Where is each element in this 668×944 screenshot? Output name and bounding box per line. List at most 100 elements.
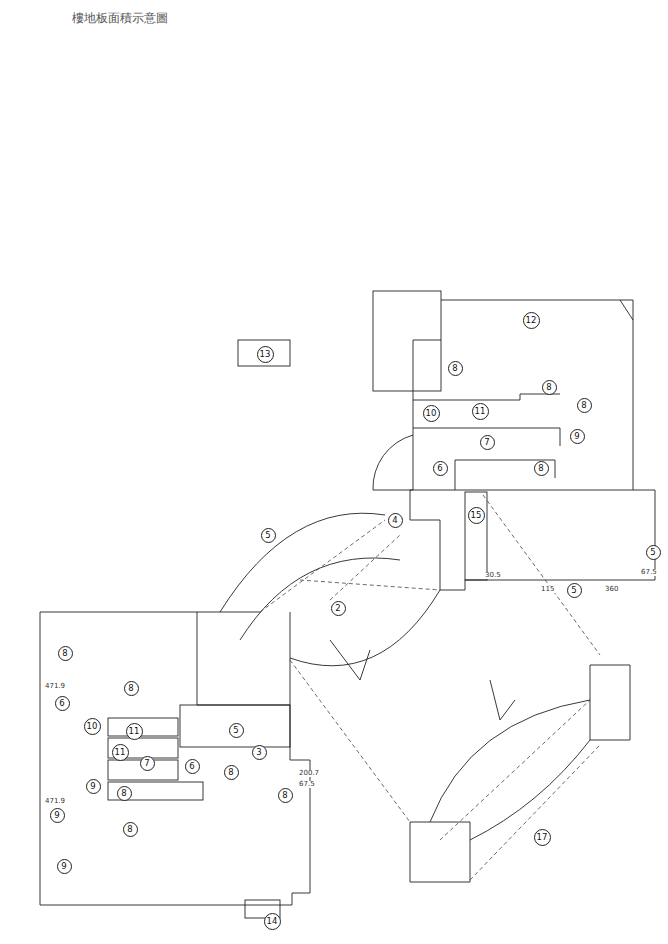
callout-number: 8 — [58, 646, 73, 661]
callout-text: 5 — [650, 548, 655, 557]
callout-number: 11 — [472, 403, 489, 420]
callout-text: 8 — [538, 464, 543, 473]
callout-number: 5 — [646, 545, 661, 560]
arc-wall — [240, 558, 400, 640]
callout-text: 9 — [54, 811, 59, 820]
callout-number: 9 — [570, 429, 585, 444]
callout-number: 8 — [278, 788, 293, 803]
callout-number: 11 — [126, 723, 143, 740]
callout-text: 8 — [282, 791, 287, 800]
callout-text: 8 — [452, 364, 457, 373]
room-outline — [590, 665, 630, 740]
callout-text: 2 — [335, 604, 340, 613]
callout-number: 3 — [252, 745, 267, 760]
callout-text: 6 — [189, 762, 194, 771]
wall-line — [410, 490, 655, 590]
callout-number: 8 — [224, 765, 239, 780]
callout-number: 17 — [534, 829, 551, 846]
dimension-label: 67.5 — [640, 569, 658, 576]
arc-wall — [430, 700, 590, 822]
callout-number: 9 — [50, 808, 65, 823]
callout-text: 17 — [537, 833, 548, 842]
room-outline — [465, 492, 487, 580]
dimension-label: 200.7 — [298, 770, 320, 777]
room-outline — [238, 340, 290, 366]
callout-number: 8 — [534, 461, 549, 476]
callout-number: 8 — [577, 398, 592, 413]
callout-number: 15 — [468, 507, 485, 524]
callout-text: 5 — [265, 531, 270, 540]
arc-wall — [470, 740, 590, 840]
wall-line — [197, 612, 290, 705]
callout-text: 11 — [129, 727, 140, 736]
callout-number: 8 — [542, 380, 557, 395]
callout-number: 4 — [388, 513, 403, 528]
room-line — [413, 340, 560, 490]
callout-text: 11 — [475, 407, 486, 416]
room-outline — [180, 705, 290, 747]
dimension-label: 115 — [540, 586, 555, 593]
callout-text: 5 — [233, 726, 238, 735]
dimension-label: 67.5 — [298, 781, 316, 788]
callout-number: 6 — [433, 461, 448, 476]
callout-text: 9 — [61, 862, 66, 871]
arc-wall — [290, 590, 440, 666]
callout-text: 7 — [144, 759, 149, 768]
callout-text: 9 — [574, 432, 579, 441]
callout-text: 7 — [484, 438, 489, 447]
callout-text: 5 — [571, 586, 576, 595]
callout-text: 8 — [228, 768, 233, 777]
callout-number: 9 — [86, 779, 101, 794]
callout-text: 13 — [260, 350, 271, 359]
dashed-line — [483, 495, 600, 655]
dimension-label: 471.9 — [44, 798, 66, 805]
callout-number: 8 — [124, 681, 139, 696]
callout-text: 4 — [392, 516, 397, 525]
room-outline — [108, 718, 178, 736]
callout-number: 2 — [331, 601, 346, 616]
angle-mark — [330, 640, 370, 680]
dashed-line — [440, 700, 600, 880]
callout-number: 8 — [123, 822, 138, 837]
callout-number: 9 — [57, 859, 72, 874]
callout-text: 15 — [471, 511, 482, 520]
callout-number: 10 — [84, 718, 101, 735]
callout-number: 8 — [448, 361, 463, 376]
dimension-label: 471.9 — [44, 683, 66, 690]
room-outline — [108, 738, 178, 758]
callout-text: 8 — [121, 789, 126, 798]
callout-number: 5 — [567, 583, 582, 598]
room-outline — [108, 782, 203, 800]
wall-line — [441, 300, 633, 490]
room-outline — [410, 822, 470, 882]
angle-mark — [490, 680, 515, 720]
wall-line — [620, 300, 633, 320]
callout-text: 8 — [128, 684, 133, 693]
callout-number: 13 — [257, 346, 274, 363]
callout-number: 7 — [480, 435, 495, 450]
arc-wall — [220, 513, 385, 612]
callout-text: 8 — [581, 401, 586, 410]
callout-number: 10 — [423, 405, 440, 422]
callout-number: 12 — [523, 312, 540, 329]
callout-text: 8 — [62, 649, 67, 658]
callout-number: 7 — [140, 756, 155, 771]
callout-text: 11 — [115, 748, 126, 757]
callout-text: 3 — [256, 748, 261, 757]
callout-number: 5 — [229, 723, 244, 738]
dimension-label: 360 — [604, 586, 619, 593]
callout-text: 9 — [90, 782, 95, 791]
callout-number: 14 — [264, 913, 281, 930]
callout-number: 6 — [185, 759, 200, 774]
callout-text: 12 — [526, 316, 537, 325]
dimension-label: 30.5 — [484, 572, 502, 579]
callout-text: 6 — [437, 464, 442, 473]
dashed-line — [260, 520, 440, 612]
callout-number: 11 — [112, 744, 129, 761]
callout-text: 8 — [127, 825, 132, 834]
callout-number: 5 — [261, 528, 276, 543]
building-outline — [40, 612, 310, 905]
callout-text: 10 — [426, 409, 437, 418]
callout-number: 8 — [117, 786, 132, 801]
